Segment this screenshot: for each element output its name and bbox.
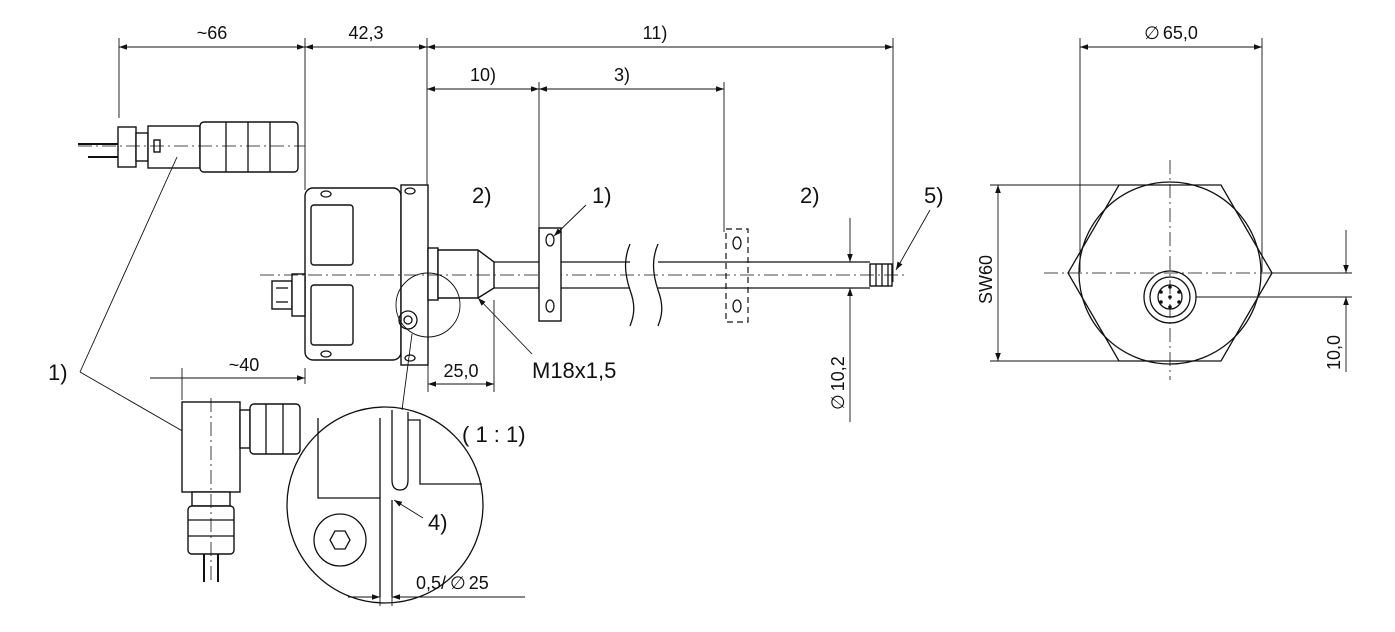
dim-flange-diameter: ∅65,0 (1144, 23, 1198, 43)
sensor-head (271, 184, 495, 366)
magnet-ring (538, 204, 587, 322)
side-view (990, 38, 1352, 380)
dim-hex-size: SW60 (976, 255, 996, 304)
dim-rod-length: 11) (643, 23, 668, 43)
dim-thread-length: 25,0 (443, 361, 478, 381)
note-5-leader (895, 209, 931, 271)
dim-angled-connector: ~40 (229, 355, 260, 375)
magnet-ring-end (725, 228, 749, 323)
groove-dimension (348, 594, 525, 606)
dim-groove: 0,5/∅25 (416, 573, 489, 593)
detail-marker-circle (395, 272, 461, 338)
dim-rod-diameter: ∅10,2 (828, 356, 848, 410)
dim-connector-length: ~66 (197, 23, 228, 43)
rod-diameter-dimension (832, 218, 870, 422)
note-1-leaders (79, 156, 206, 445)
note-2-right: 2) (800, 183, 820, 208)
dim-magnet-travel: 3) (614, 65, 630, 85)
detail-scale: ( 1 : 1) (462, 422, 526, 447)
note-1-connector: 1) (48, 360, 68, 385)
note-4: 4) (428, 510, 448, 535)
dim-head-length: 42,3 (348, 23, 383, 43)
detail-view (286, 406, 484, 604)
dim-connector-offset: 10,0 (1324, 335, 1344, 370)
note-2-left: 2) (472, 183, 492, 208)
dim-thread: M18x1,5 (532, 358, 616, 383)
straight-connector (78, 121, 305, 173)
dimension-lines-top (118, 38, 894, 282)
angled-connector (150, 368, 306, 582)
dim-dead-zone: 10) (470, 65, 496, 85)
thread-length-dimension (427, 297, 533, 392)
note-5: 5) (924, 183, 944, 208)
note-1-magnet: 1) (592, 183, 612, 208)
detail-leader (401, 333, 413, 411)
